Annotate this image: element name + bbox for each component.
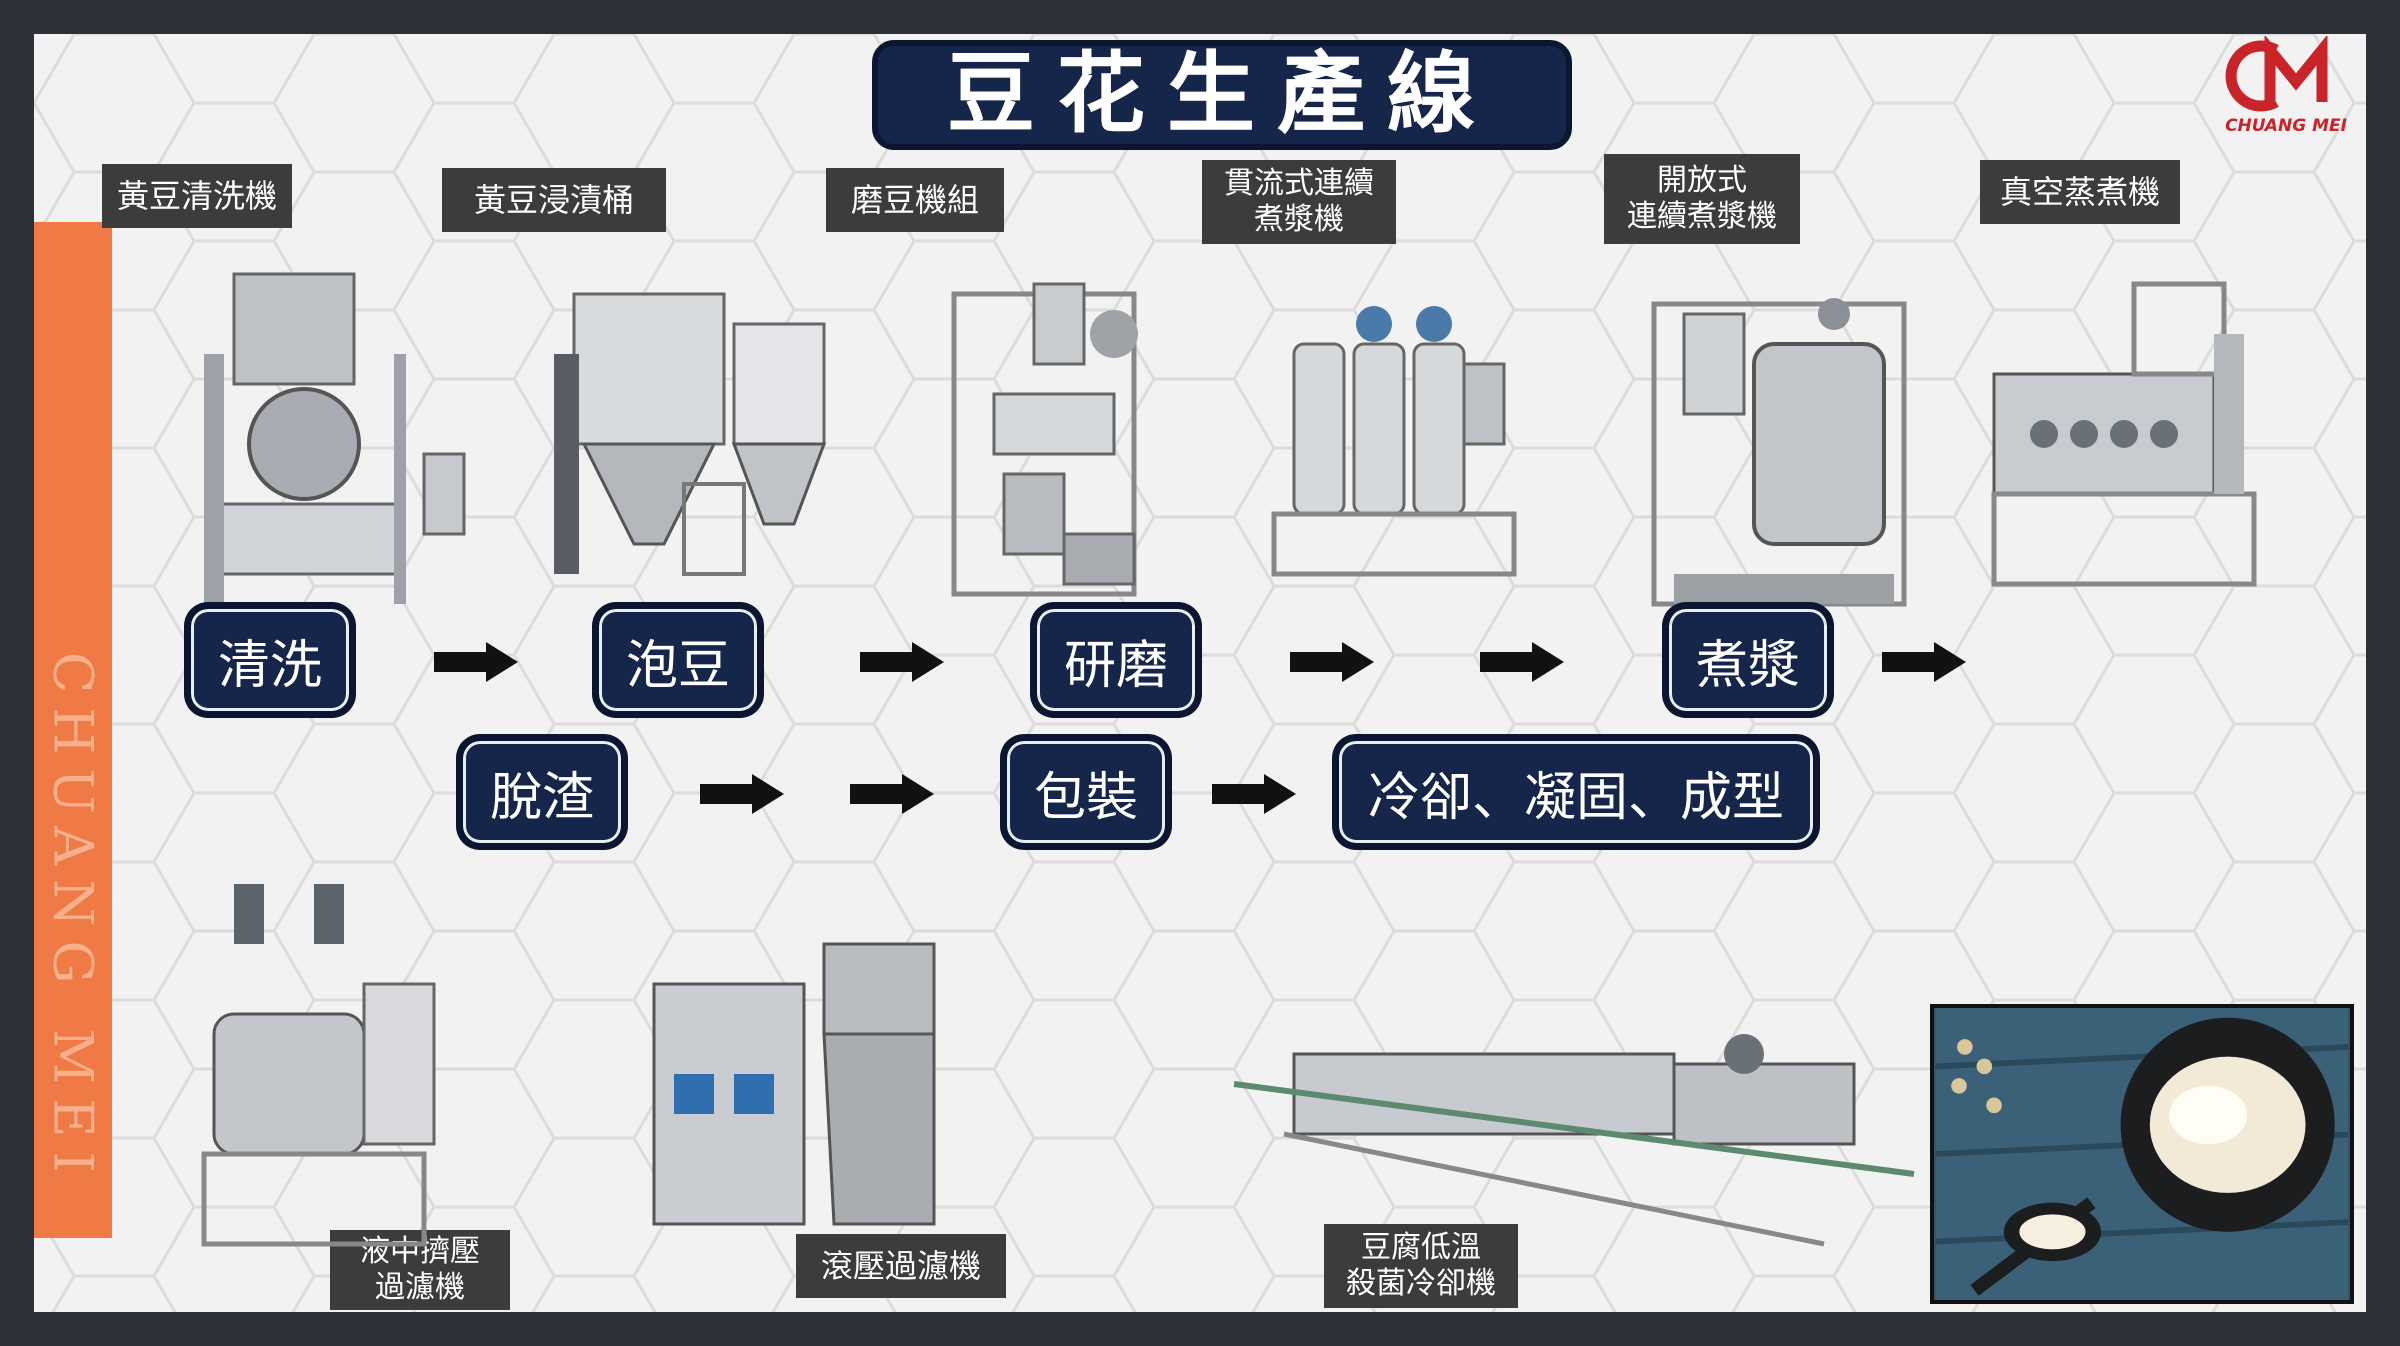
press-filter-machine-icon <box>201 884 436 1247</box>
continuous-cooker-machine-icon <box>1271 306 1517 577</box>
label-vacuum-cooker: 真空蒸煮機 <box>1980 160 2180 224</box>
roller-filter-machine-icon <box>652 942 936 1226</box>
step-grind: 研磨 <box>1032 604 1200 716</box>
open-cooker-machine-icon <box>1651 298 1907 607</box>
soaking-tank-machine-icon <box>554 292 827 576</box>
tofu-cooler-machine-icon <box>1233 1034 1915 1247</box>
step-wash: 清洗 <box>186 604 354 716</box>
step-soak: 泡豆 <box>594 604 762 716</box>
label-tofu-cooler: 豆腐低溫 殺菌冷卻機 <box>1324 1224 1518 1308</box>
arrow-right-icon <box>700 774 784 814</box>
cm-logo-icon <box>2225 36 2328 112</box>
brand-logo: CHUANG MEI <box>2224 36 2348 146</box>
step-dregs: 脫渣 <box>458 736 626 848</box>
arrow-right-icon <box>860 642 944 682</box>
grinder-set-machine-icon <box>951 282 1138 597</box>
douhua-bowl-icon <box>1935 1008 2349 1300</box>
label-roller-filter: 滾壓過濾機 <box>796 1234 1006 1298</box>
arrow-right-icon <box>1480 642 1564 682</box>
page-title: 豆花生產線 <box>872 40 1572 150</box>
label-soaking-tank: 黃豆浸漬桶 <box>442 168 666 232</box>
logo-text: CHUANG MEI <box>2225 116 2347 136</box>
sidebar-brand-text: CHUANG MEI <box>41 652 105 1187</box>
arrow-right-icon <box>850 774 934 814</box>
arrow-right-icon <box>1882 642 1966 682</box>
label-continuous-cooker: 貫流式連續 煮漿機 <box>1202 160 1396 244</box>
label-soybean-washer: 黃豆清洗機 <box>102 164 292 228</box>
diagram-canvas: CHUANG MEI 豆花生產線 CHUANG MEI 黃豆清洗機 黃豆浸漬桶 … <box>34 34 2366 1312</box>
douhua-product-photo <box>1930 1004 2354 1304</box>
soybean-washer-machine-icon <box>204 272 466 604</box>
brand-sidebar: CHUANG MEI <box>34 222 112 1238</box>
vacuum-cooker-machine-icon <box>1991 281 2257 587</box>
step-cool-set-shape: 冷卻、凝固、成型 <box>1334 736 1818 848</box>
step-boil: 煮漿 <box>1664 604 1832 716</box>
step-pack: 包裝 <box>1002 736 1170 848</box>
arrow-right-icon <box>1212 774 1296 814</box>
arrow-right-icon <box>434 642 518 682</box>
label-grinder-set: 磨豆機組 <box>826 168 1004 232</box>
arrow-right-icon <box>1290 642 1374 682</box>
label-open-cooker: 開放式 連續煮漿機 <box>1604 154 1800 244</box>
